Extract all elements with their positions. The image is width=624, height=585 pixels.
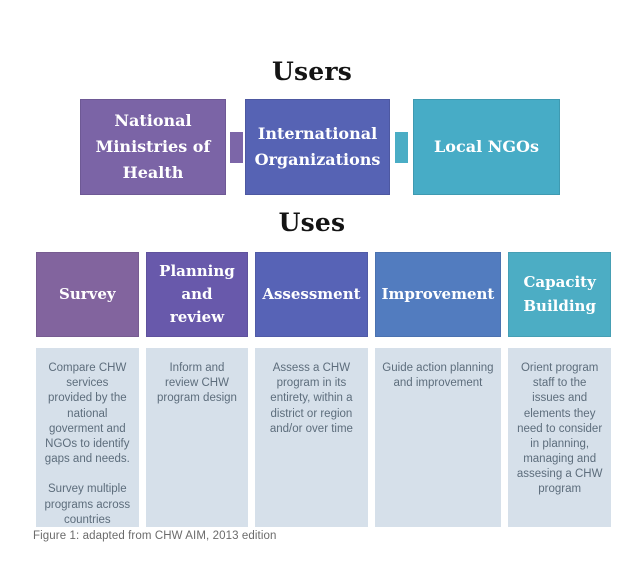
uses-description-planning-and-review: Inform and review CHW program design (145, 348, 249, 527)
connector-teal (395, 132, 408, 163)
uses-column-capacity-building: Capacity Building Orient program staff t… (508, 252, 611, 527)
uses-header-survey: Survey (36, 252, 139, 337)
connector-purple (230, 132, 243, 163)
uses-header-planning-and-review: Planning and review (145, 252, 249, 337)
uses-column-planning-and-review: Planning and review Inform and review CH… (145, 252, 249, 527)
uses-grid: Survey Compare CHW services provided by … (36, 252, 611, 527)
user-box-international-organizations: International Organizations (245, 99, 390, 195)
uses-description-assessment: Assess a CHW program in its entirety, wi… (255, 348, 368, 527)
uses-header-improvement: Improvement (374, 252, 502, 337)
uses-column-assessment: Assessment Assess a CHW program in its e… (255, 252, 368, 527)
figure-caption: Figure 1: adapted from CHW AIM, 2013 edi… (33, 530, 277, 542)
uses-header-capacity-building: Capacity Building (508, 252, 611, 337)
uses-header-assessment: Assessment (255, 252, 368, 337)
user-box-local-ngos: Local NGOs (413, 99, 560, 195)
uses-description-improvement: Guide action planning and improvement (374, 348, 502, 527)
uses-description-capacity-building: Orient program staff to the issues and e… (508, 348, 611, 527)
uses-section-title: Uses (278, 208, 346, 237)
uses-column-improvement: Improvement Guide action planning and im… (374, 252, 502, 527)
uses-column-survey: Survey Compare CHW services provided by … (36, 252, 139, 527)
uses-description-survey: Compare CHW services provided by the nat… (36, 348, 139, 527)
user-box-national-ministries-of-health: National Ministries of Health (80, 99, 226, 195)
users-section-title: Users (271, 57, 353, 86)
